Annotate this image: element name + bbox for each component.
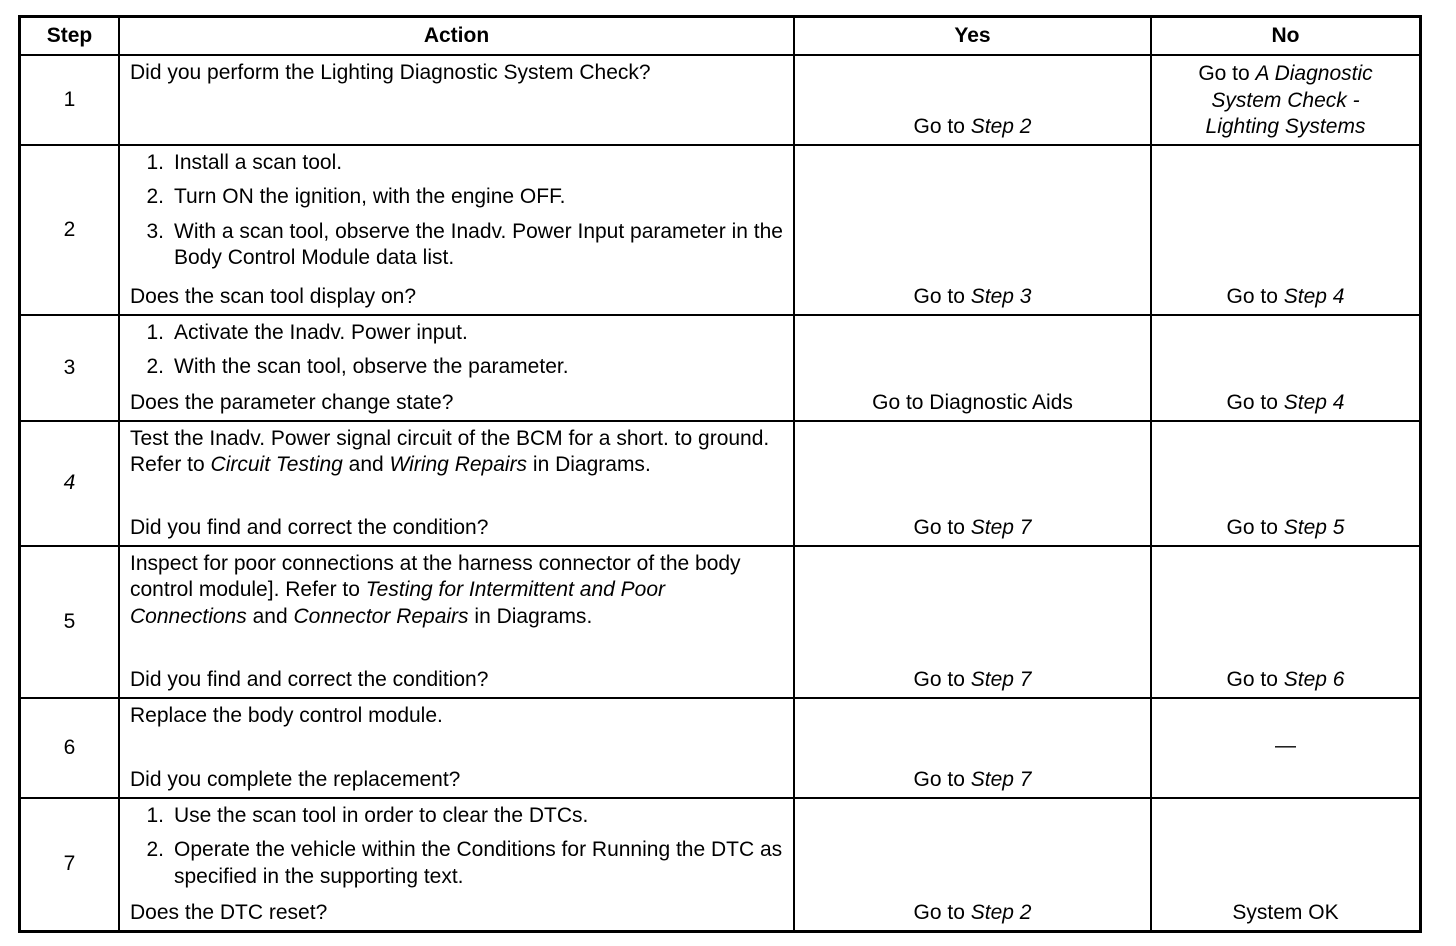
no-cell: Go to Step 5 <box>1150 422 1419 545</box>
list-item: 2.Turn ON the ignition, with the engine … <box>146 185 566 209</box>
action-cell: 1.Install a scan tool. 2.Turn ON the ign… <box>118 146 793 314</box>
action-list: 1.Activate the Inadv. Power input. 2.Wit… <box>130 320 783 381</box>
table-row: 5 Inspect for poor connections at the ha… <box>21 545 1419 697</box>
step-number: 4 <box>63 471 76 495</box>
no-text: Go to Step 5 <box>1226 515 1345 539</box>
no-cell: Go to Step 4 <box>1150 316 1419 420</box>
step-number: 2 <box>63 217 76 241</box>
action-question: Did you find and correct the condition? <box>130 515 489 539</box>
no-text: Go to Step 4 <box>1226 390 1345 414</box>
action-text: Test the Inadv. Power signal circuit of … <box>130 427 770 477</box>
list-item: 1.Activate the Inadv. Power input. <box>146 321 468 344</box>
no-text: System OK <box>1232 900 1339 924</box>
list-item: 1.Use the scan tool in order to clear th… <box>146 804 589 827</box>
no-cell: Go to A Diagnostic System Check - Lighti… <box>1150 56 1419 144</box>
action-text: Inspect for poor connections at the harn… <box>130 552 741 628</box>
yes-text: Go to Step 2 <box>913 900 1032 924</box>
no-text: Go to A Diagnostic System Check - Lighti… <box>1198 62 1373 138</box>
table-row: 4 Test the Inadv. Power signal circuit o… <box>21 420 1419 545</box>
no-cell: System OK <box>1150 799 1419 930</box>
yes-text: Go to Step 2 <box>913 114 1032 138</box>
header-action: Action <box>118 18 793 54</box>
action-cell: Test the Inadv. Power signal circuit of … <box>118 422 793 545</box>
step-number: 3 <box>63 355 76 379</box>
no-text: Go to Step 6 <box>1226 667 1345 691</box>
step-number: 7 <box>63 852 76 876</box>
yes-cell: Go to Diagnostic Aids <box>793 316 1150 420</box>
table-row: 7 1.Use the scan tool in order to clear … <box>21 797 1419 930</box>
no-text: Go to Step 4 <box>1226 284 1345 308</box>
no-cell: Go to Step 6 <box>1150 547 1419 697</box>
step-number: 1 <box>63 87 76 111</box>
header-yes: Yes <box>793 18 1150 54</box>
yes-cell: Go to Step 2 <box>793 799 1150 930</box>
action-question: Did you complete the replacement? <box>130 767 461 791</box>
list-item: 1.Install a scan tool. <box>146 151 343 174</box>
table-header-row: Step Action Yes No <box>21 18 1419 54</box>
yes-cell: Go to Step 2 <box>793 56 1150 144</box>
yes-cell: Go to Step 7 <box>793 422 1150 545</box>
list-item: 3.With a scan tool, observe the Inadv. P… <box>146 219 783 269</box>
step-number: 5 <box>63 609 76 633</box>
action-text: Did you perform the Lighting Diagnostic … <box>130 61 651 84</box>
yes-text: Go to Step 3 <box>913 284 1032 308</box>
action-cell: 1.Use the scan tool in order to clear th… <box>118 799 793 930</box>
table-row: 1 Did you perform the Lighting Diagnosti… <box>21 54 1419 144</box>
action-cell: Replace the body control module. Did you… <box>118 699 793 797</box>
table-row: 3 1.Activate the Inadv. Power input. 2.W… <box>21 314 1419 420</box>
list-item: 2.With the scan tool, observe the parame… <box>146 355 569 379</box>
action-question: Did you find and correct the condition? <box>130 667 489 691</box>
diagnostic-table: Step Action Yes No 1 Did you perform the… <box>18 15 1422 933</box>
table-row: 2 1.Install a scan tool. 2.Turn ON the i… <box>21 144 1419 314</box>
action-text: Replace the body control module. <box>130 704 443 727</box>
no-cell: Go to Step 4 <box>1150 146 1419 314</box>
action-cell: Did you perform the Lighting Diagnostic … <box>118 56 793 144</box>
step-number: 6 <box>63 735 76 759</box>
action-question: Does the scan tool display on? <box>130 284 417 308</box>
yes-text: Go to Diagnostic Aids <box>872 390 1073 414</box>
yes-cell: Go to Step 7 <box>793 547 1150 697</box>
header-step: Step <box>46 23 93 47</box>
yes-text: Go to Step 7 <box>913 767 1032 791</box>
action-cell: 1.Activate the Inadv. Power input. 2.Wit… <box>118 316 793 420</box>
no-cell: — <box>1150 699 1419 797</box>
action-question: Does the parameter change state? <box>130 390 454 414</box>
yes-cell: Go to Step 7 <box>793 699 1150 797</box>
table-row: 6 Replace the body control module. Did y… <box>21 697 1419 797</box>
no-dash: — <box>1275 733 1296 757</box>
yes-cell: Go to Step 3 <box>793 146 1150 314</box>
yes-text: Go to Step 7 <box>913 667 1032 691</box>
action-list: 1.Use the scan tool in order to clear th… <box>130 803 783 890</box>
action-cell: Inspect for poor connections at the harn… <box>118 547 793 697</box>
action-question: Does the DTC reset? <box>130 900 328 924</box>
yes-text: Go to Step 7 <box>913 515 1032 539</box>
action-list: 1.Install a scan tool. 2.Turn ON the ign… <box>130 150 783 271</box>
list-item: 2.Operate the vehicle within the Conditi… <box>146 838 783 888</box>
header-no: No <box>1150 18 1419 54</box>
